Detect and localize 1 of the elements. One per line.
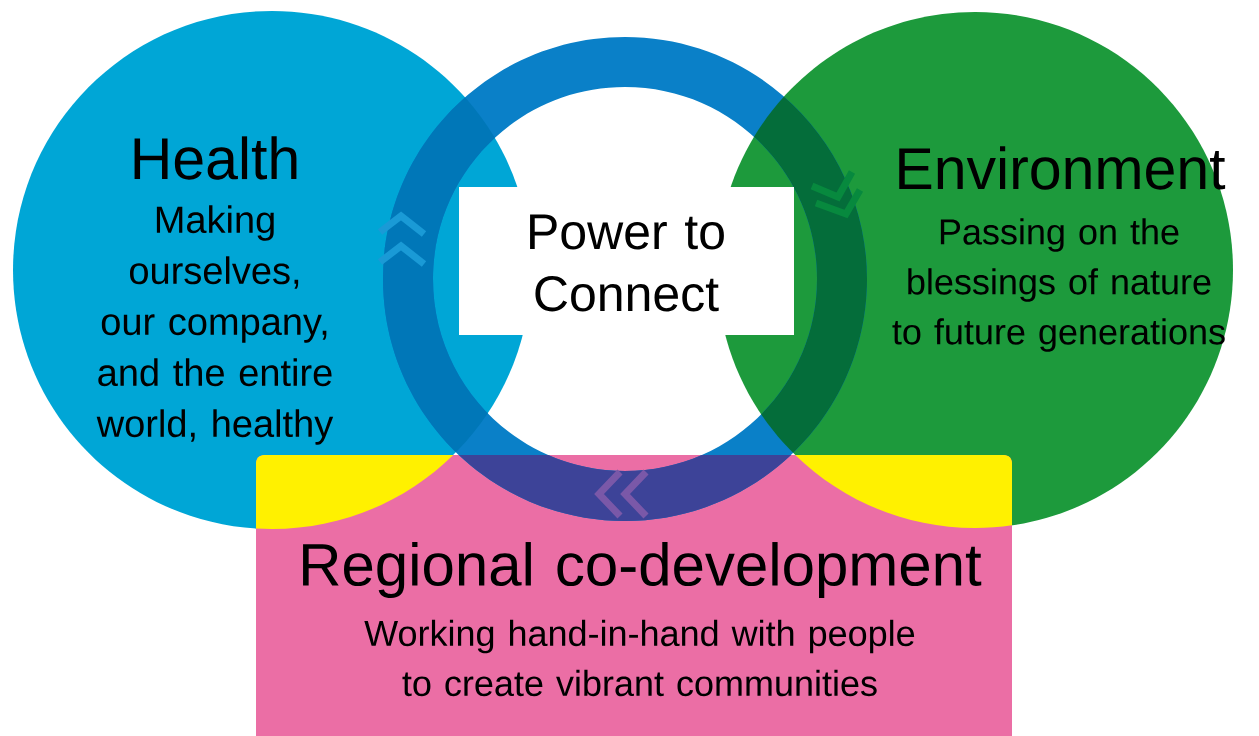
title-box: Power to Connect [459,187,794,335]
